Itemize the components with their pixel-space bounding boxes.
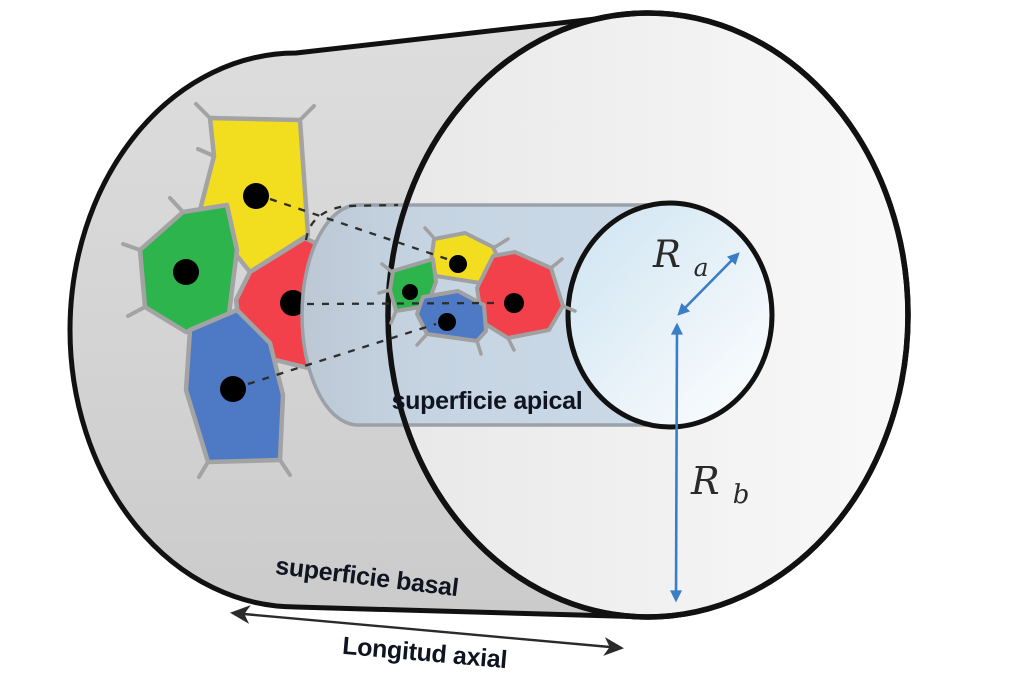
axial-length-label: Longitud axial <box>341 632 508 674</box>
cell-junction-whisker <box>389 309 398 325</box>
apical-radius-arrow <box>677 252 740 316</box>
cell-junction-whisker <box>506 336 516 352</box>
apical-cell-cluster <box>377 226 577 356</box>
cell-nucleus <box>280 290 306 316</box>
cell-junction-whisker <box>475 339 483 356</box>
axial-length-arrow <box>230 605 624 656</box>
cell-junction-whisker <box>380 262 394 274</box>
projection-lines <box>247 197 495 386</box>
cell-nucleus <box>504 293 524 313</box>
hidden-tube-edge-dashed <box>304 203 399 241</box>
cell-junction-whisker <box>493 237 510 249</box>
cell-junction-whisker <box>561 304 577 313</box>
cell-nucleus <box>449 255 467 273</box>
basal-radius-arrow <box>670 322 683 603</box>
apical-surface-label: superficie apical <box>392 387 583 415</box>
cell-junction-whisker <box>278 458 292 477</box>
cell-junction-whisker <box>196 147 216 158</box>
cell-junction-whisker <box>298 104 316 122</box>
projection-line-yellow <box>269 197 448 261</box>
cell-junction-whisker <box>168 196 185 214</box>
apical-radius-label: R a <box>652 233 709 282</box>
basal-radius-subscript: b <box>733 480 750 510</box>
basal-cell-cluster <box>121 102 369 479</box>
projection-line-red <box>306 301 495 306</box>
cell-nucleus <box>173 259 199 285</box>
basal-face-rim <box>385 10 911 620</box>
apical-radius-subscript: a <box>694 253 709 282</box>
cell-junction-whisker <box>197 460 210 479</box>
basal-radius-symbol: R <box>690 459 720 503</box>
cell-junction-whisker <box>415 332 429 347</box>
cell-nucleus <box>220 376 246 402</box>
basal-radius-label: R b <box>690 459 749 510</box>
apical-cell-whiskers <box>377 226 577 356</box>
apical-radius-symbol: R <box>652 233 681 276</box>
cell-junction-whisker <box>423 226 436 240</box>
cell-nucleus <box>438 313 456 331</box>
apical-tube-outline <box>300 203 660 427</box>
cell-nucleus <box>402 284 418 300</box>
cell-junction-whisker <box>121 242 142 252</box>
projection-line-blue <box>247 322 437 386</box>
cell-junction-whisker <box>126 305 147 318</box>
cell-nucleus <box>243 183 269 209</box>
cell-junction-whisker <box>549 257 564 270</box>
cell-junction-whisker <box>194 102 212 120</box>
